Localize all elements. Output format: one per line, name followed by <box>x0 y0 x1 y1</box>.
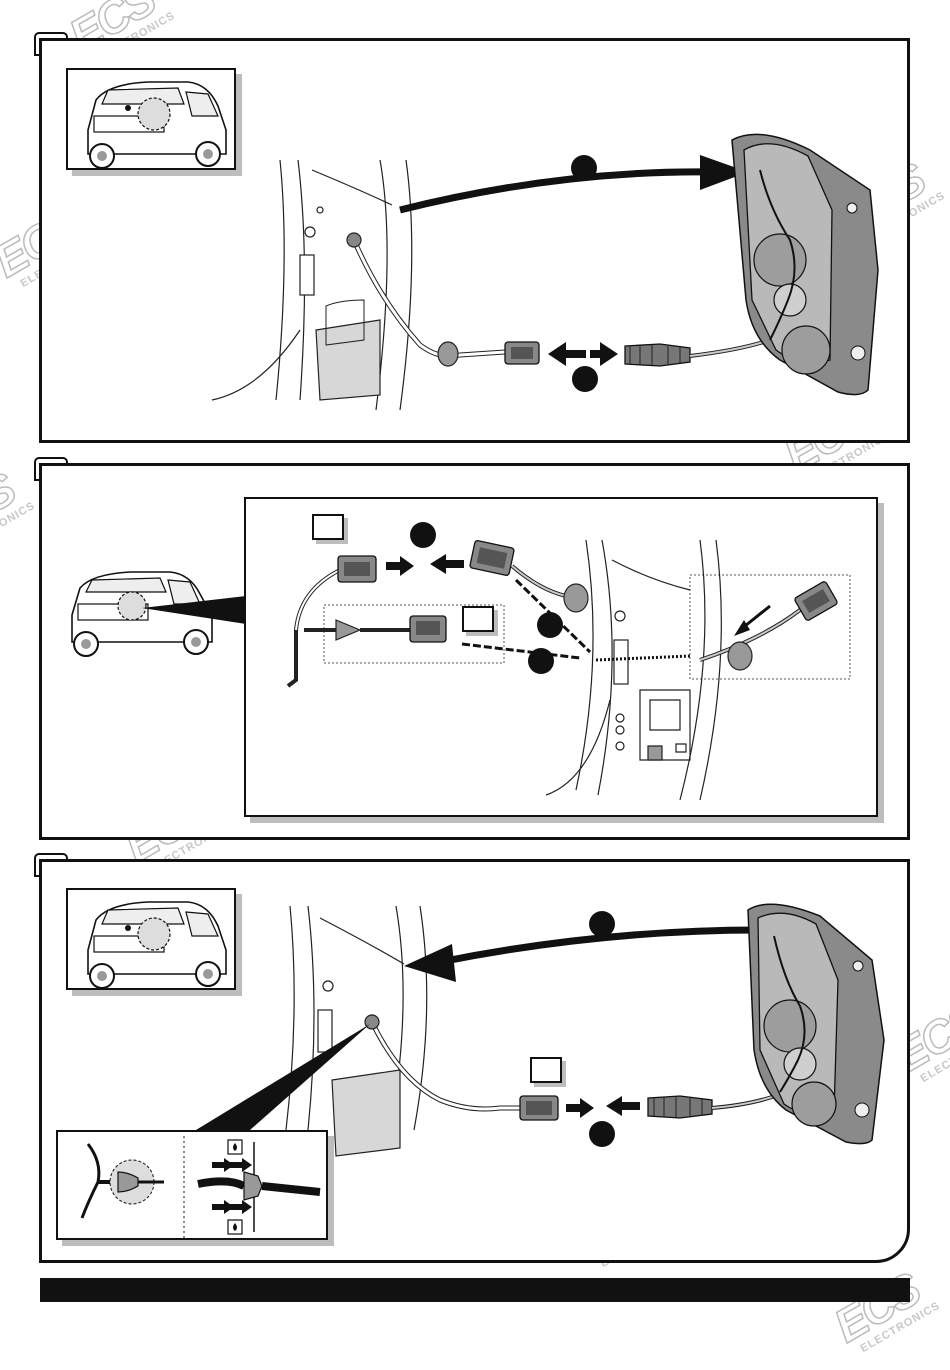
grommet-icon <box>335 619 362 641</box>
connector-icon <box>504 341 540 365</box>
tail-light-icon <box>747 903 885 1145</box>
label-box <box>462 606 494 632</box>
grommet-icon <box>117 1171 139 1193</box>
step-number-badge <box>410 522 436 548</box>
connector-icon <box>519 1095 559 1121</box>
connector-icon <box>647 1095 713 1119</box>
water-drop-icon <box>227 1219 243 1235</box>
connector-icon <box>409 615 447 643</box>
grommet-detail-inset <box>56 1130 328 1240</box>
step-number-badge <box>571 155 597 181</box>
grommet-detail <box>80 1136 321 1238</box>
connector-icon <box>337 555 377 583</box>
car-rear-icon <box>87 81 227 169</box>
grommet-icon <box>437 341 459 367</box>
grommet-icon <box>727 641 753 671</box>
step-number-badge <box>589 911 615 937</box>
tail-light-icon <box>731 133 879 396</box>
water-drop-icon <box>227 1139 243 1155</box>
connector-icon <box>624 343 691 367</box>
step-number-badge <box>572 366 598 392</box>
footer-bar <box>40 1278 910 1302</box>
arrow-icon <box>212 1158 252 1214</box>
arrow-icon <box>548 342 618 366</box>
connector-icon <box>469 540 515 576</box>
step-number-badge <box>537 612 563 638</box>
car-thumbnail <box>66 888 236 990</box>
step-number-badge <box>528 648 554 674</box>
car-thumbnail <box>66 68 236 170</box>
car-rear-icon <box>87 901 227 989</box>
grommet-icon <box>563 583 589 613</box>
label-box <box>530 1057 562 1083</box>
connector-icon <box>794 581 838 621</box>
step-number-badge <box>589 1121 615 1147</box>
arrow-icon <box>566 1096 640 1118</box>
arrow-icon <box>386 554 464 576</box>
label-box <box>312 514 344 540</box>
car-rear-icon <box>71 571 213 657</box>
